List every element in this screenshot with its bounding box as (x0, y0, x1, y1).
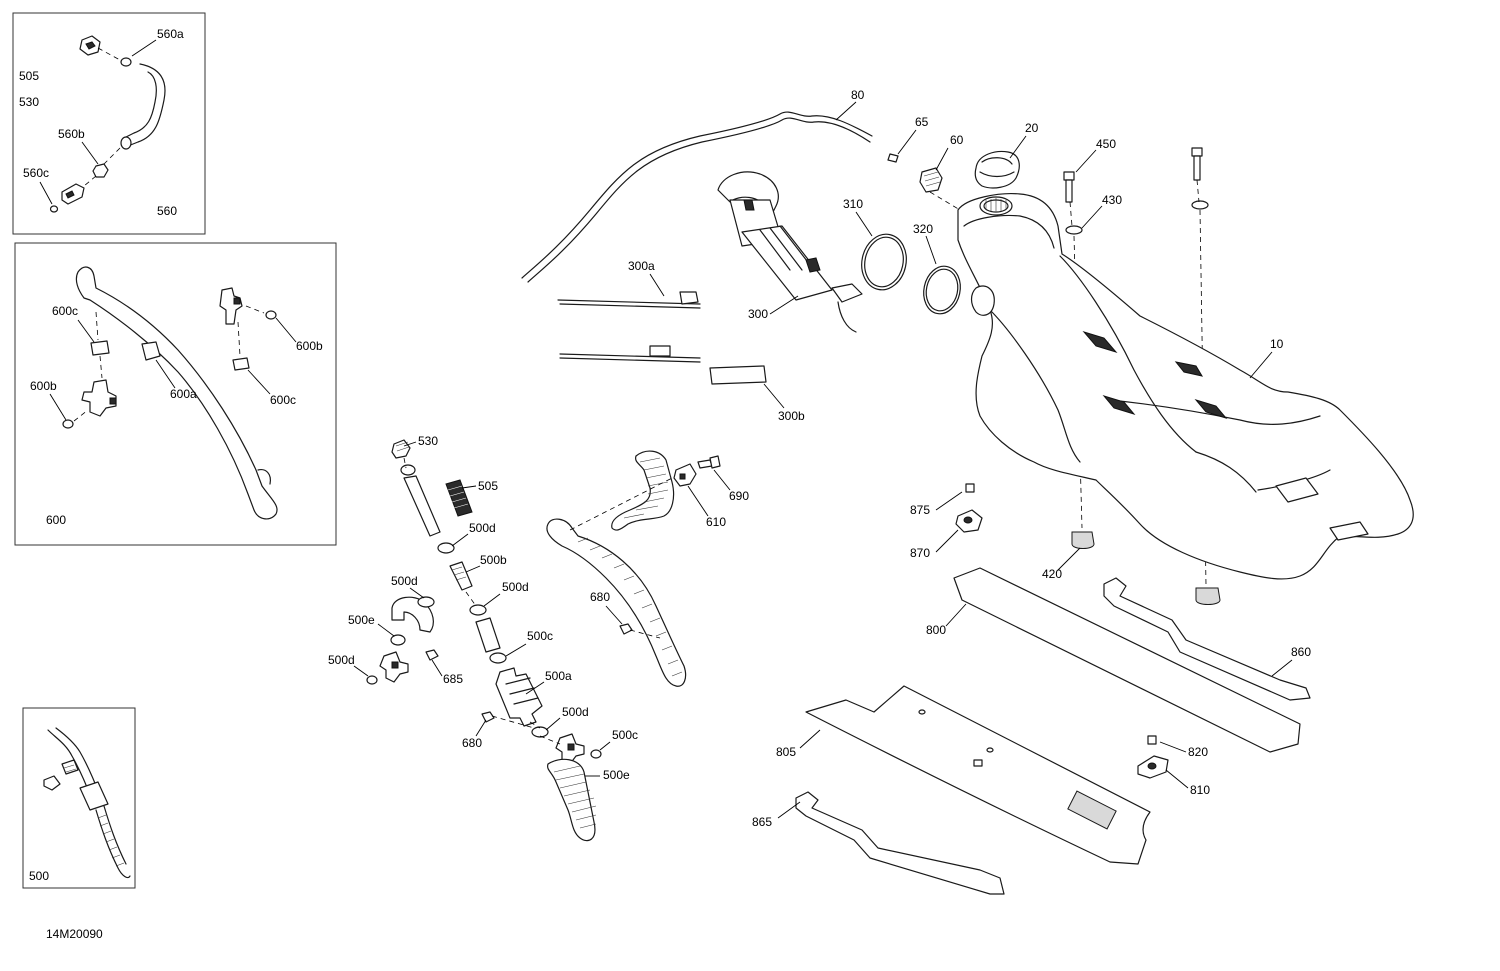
part-450-bolts: 450 430 (1063, 137, 1209, 586)
part-10-fuel-tank: 10 (957, 193, 1414, 580)
part-810-820-clip: 820 810 (1137, 735, 1210, 797)
detail-box-600: 600c 600b 600b 600a 600c 600 (14, 242, 337, 546)
part-860-bracket: 860 (1103, 577, 1311, 701)
callout-865: 865 (752, 815, 772, 829)
part-60: 60 (919, 133, 964, 211)
callout-500e-2: 500e (603, 768, 630, 782)
callout-500e-1: 500e (348, 613, 375, 627)
part-805-plate: 805 (776, 685, 1151, 865)
callout-80: 80 (851, 88, 865, 102)
detail-box-560: 560a 505 530 560b 560c 560 (12, 12, 206, 235)
callout-300a: 300a (628, 259, 655, 273)
part-65: 65 (887, 115, 929, 163)
callout-500b: 500b (480, 553, 507, 567)
callout-420: 420 (1042, 567, 1062, 581)
callout-690: 690 (729, 489, 749, 503)
label-600c-2: 600c (270, 393, 296, 407)
part-865-bracket: 865 (752, 791, 1005, 895)
callout-300: 300 (748, 307, 768, 321)
callout-810: 810 (1190, 783, 1210, 797)
callout-875: 875 (910, 503, 930, 517)
callout-820: 820 (1188, 745, 1208, 759)
callout-610: 610 (706, 515, 726, 529)
callout-320: 320 (913, 222, 933, 236)
callout-505: 505 (478, 479, 498, 493)
callout-805: 805 (776, 745, 796, 759)
label-560c: 560c (23, 166, 49, 180)
label-560: 560 (157, 204, 177, 218)
part-310-320-rings: 310 320 (843, 197, 961, 315)
callout-500d-3: 500d (391, 574, 418, 588)
callout-500c-2: 500c (612, 728, 638, 742)
detail-box-500: 500 (22, 707, 136, 889)
callout-500a: 500a (545, 669, 572, 683)
callout-65: 65 (915, 115, 929, 129)
label-560a: 560a (157, 27, 184, 41)
part-300-fuel-pump: 300 (717, 171, 863, 333)
callout-530: 530 (418, 434, 438, 448)
part-610-hose: 610 690 680 (546, 450, 749, 687)
callout-870: 870 (910, 546, 930, 560)
callout-10: 10 (1270, 337, 1284, 351)
callout-685: 685 (443, 672, 463, 686)
label-500: 500 (29, 869, 49, 883)
label-560b: 560b (58, 127, 85, 141)
part-300a-300b-sensors: 300a 300b (557, 259, 805, 423)
label-600c-1: 600c (52, 304, 78, 318)
callout-300b: 300b (778, 409, 805, 423)
callout-310: 310 (843, 197, 863, 211)
callout-680-a: 680 (462, 736, 482, 750)
part-80-vent-line: 80 (521, 88, 873, 283)
label-600: 600 (46, 513, 66, 527)
callout-500d-5: 500d (562, 705, 589, 719)
part-420-mounts: 420 (1042, 531, 1221, 605)
callout-800: 800 (926, 623, 946, 637)
label-600b-1: 600b (296, 339, 323, 353)
callout-20: 20 (1025, 121, 1039, 135)
callout-60: 60 (950, 133, 964, 147)
part-500-filter-assembly: 530 505 500d 500b 500d 500c 500a 500d (328, 434, 638, 842)
part-870-875-clip: 875 870 (910, 483, 983, 560)
callout-430: 430 (1102, 193, 1122, 207)
callout-450: 450 (1096, 137, 1116, 151)
diagram-code: 14M20090 (46, 927, 103, 941)
part-20-fuel-cap: 20 (974, 121, 1039, 189)
callout-500d-1: 500d (469, 521, 496, 535)
callout-500c-1: 500d (328, 653, 355, 667)
callout-860: 860 (1291, 645, 1311, 659)
callout-680-b: 680 (590, 590, 610, 604)
label-600b-2: 600b (30, 379, 57, 393)
callout-500d-2: 500d (502, 580, 529, 594)
callout-500d-4: 500c (527, 629, 553, 643)
part-800-plate: 800 (926, 567, 1301, 753)
label-505: 505 (19, 69, 39, 83)
label-600a: 600a (170, 387, 197, 401)
label-530: 530 (19, 95, 39, 109)
